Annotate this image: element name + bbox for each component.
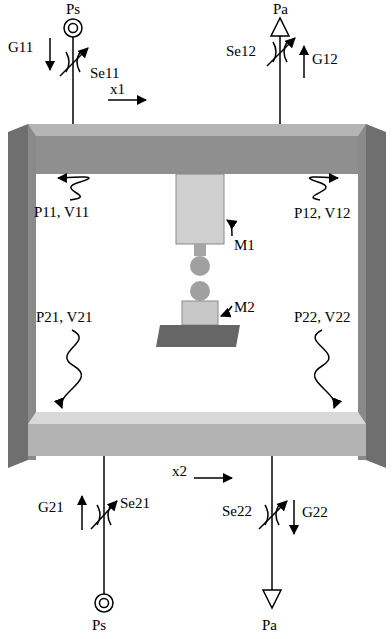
- valve-adjust-arrow: [60, 48, 88, 76]
- supply-lines: [50, 18, 304, 124]
- wavy-arrow: [61, 330, 81, 408]
- flow-arrow: [293, 500, 295, 534]
- leader-arrow: [221, 306, 232, 316]
- leader-arrow: [227, 220, 232, 236]
- pipe: [271, 456, 273, 590]
- valve-adjust-arrow: [91, 501, 117, 529]
- symbol-label: Se21: [120, 496, 150, 511]
- symbol-label: Ps: [66, 2, 80, 17]
- supply-symbol: [64, 19, 82, 37]
- symbol-label: G22: [302, 505, 328, 520]
- supply-symbol: [95, 594, 113, 612]
- left-post: [8, 124, 28, 468]
- symbol-label: G11: [8, 40, 33, 55]
- supply-lines: [82, 456, 294, 612]
- exhaust-symbol: [263, 590, 281, 608]
- right-post-face: [358, 124, 366, 460]
- bottom-plate: [28, 424, 366, 456]
- valve-adjust-arrow: [259, 501, 287, 529]
- right-post: [366, 124, 386, 468]
- pipe: [103, 456, 105, 594]
- left-post-face: [28, 124, 36, 460]
- mass-block-m1: [176, 174, 224, 244]
- symbol-label: P22, V22: [294, 310, 350, 325]
- symbol-label: x2: [172, 464, 187, 479]
- supply-symbol: [100, 599, 109, 608]
- symbol-label: Se22: [222, 504, 252, 519]
- symbol-label: M2: [234, 300, 255, 315]
- exhaust-symbol: [271, 18, 289, 36]
- symbol-label: P12, V12: [294, 206, 350, 221]
- symbol-label: Se12: [226, 44, 256, 59]
- wavy-arrow: [58, 177, 89, 200]
- bottom-plate-face: [28, 412, 366, 424]
- mass-block-m2: [182, 301, 218, 325]
- contact-ball: [190, 256, 210, 276]
- pipe: [72, 37, 74, 124]
- symbol-label: Pa: [262, 618, 277, 633]
- supply-symbol: [69, 24, 78, 33]
- symbol-label: M1: [234, 238, 255, 253]
- symbol-label: P11, V11: [34, 205, 89, 220]
- valve-adjust-arrow: [267, 38, 295, 66]
- wavy-arrow: [310, 177, 338, 200]
- masses: [156, 174, 240, 347]
- flow-arrow: [303, 46, 305, 78]
- contact-ball: [190, 281, 210, 301]
- frame: [8, 124, 386, 468]
- symbol-label: G21: [38, 500, 64, 515]
- top-beam-face: [28, 124, 366, 136]
- pipe: [279, 36, 281, 124]
- displacement-arrow: [108, 99, 146, 101]
- wavy-arrow: [315, 330, 335, 408]
- top-beam: [36, 136, 358, 174]
- symbol-label: G12: [312, 52, 338, 67]
- flow-arrow: [81, 496, 83, 530]
- symbol-label: x1: [110, 82, 125, 97]
- symbol-label: P21, V21: [36, 310, 92, 325]
- m1-rod: [194, 244, 206, 256]
- flow-arrow: [49, 38, 51, 70]
- displacement-arrow: [194, 477, 232, 479]
- symbol-label: Se11: [90, 66, 119, 81]
- symbol-label: Pa: [273, 2, 288, 17]
- m2-base: [156, 325, 240, 347]
- symbol-label: Ps: [92, 618, 106, 633]
